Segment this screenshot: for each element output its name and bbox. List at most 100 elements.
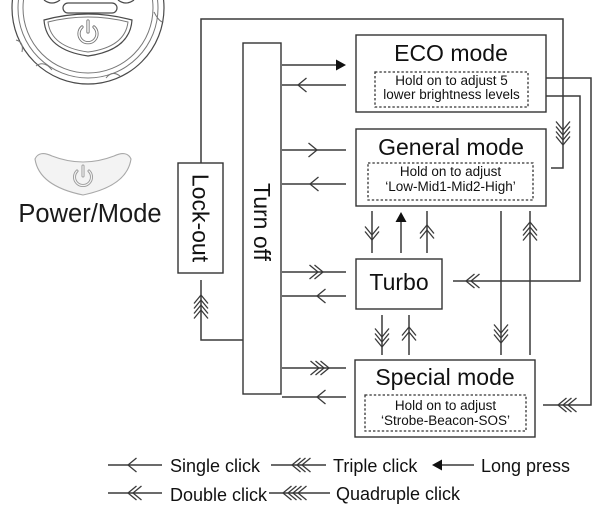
eco-hint-box: [374, 71, 529, 108]
triple-click-chevron: [320, 360, 331, 376]
quadruple-click-chevron: [193, 298, 209, 309]
double-click-chevron: [469, 273, 480, 289]
triple-click-chevron: [522, 220, 538, 231]
transition-eco-to-turnoff: [282, 77, 346, 93]
legend-label: Single click: [170, 456, 261, 476]
legend-item-quadruple-click: Quadruple click: [269, 484, 461, 504]
eco-mode-title: ECO mode: [394, 40, 508, 66]
double-click-chevron: [401, 325, 417, 336]
triple-click-chevron: [561, 397, 572, 413]
double-click-chevron: [126, 485, 137, 501]
triple-click-chevron: [493, 329, 509, 340]
transition-eco-to-special: [543, 77, 592, 413]
transition-lockout-to-general: [200, 18, 571, 169]
legend-label: Long press: [481, 456, 570, 476]
transition-special-to-general: [522, 211, 538, 355]
double-click-arrow-sample: [108, 485, 162, 501]
state-lockout: Lock-out: [177, 162, 224, 274]
transition-general-to-special: [493, 211, 509, 355]
transition-general-to-turnoff: [282, 176, 346, 192]
triple-click-chevron: [493, 324, 509, 335]
state-turn-off: Turn off: [242, 42, 282, 395]
power-mode-label: Power/Mode: [18, 200, 161, 228]
special-mode-title: Special mode: [375, 364, 514, 390]
double-click-chevron: [309, 264, 320, 280]
special-hint-line-2: ‘Strobe-Beacon-SOS’: [381, 413, 510, 428]
triple-click-chevron: [522, 230, 538, 241]
transition-turbo-to-turnoff: [282, 288, 346, 304]
legend: Single click Triple click Long press Dou…: [108, 456, 570, 505]
general-hint-line-1: Hold on to adjust: [400, 164, 502, 179]
legend-item-long-press: Long press: [432, 456, 570, 476]
quadruple-click-chevron: [555, 131, 571, 142]
triple-click-arrow-sample: [271, 457, 326, 473]
quadruple-click-chevron: [291, 485, 302, 501]
transition-turbo-to-general-long: [395, 212, 407, 253]
turbo-title: Turbo: [369, 269, 428, 295]
double-click-chevron: [464, 273, 475, 289]
long-press-arrowhead: [432, 459, 442, 471]
transition-turnoff-to-special: [282, 360, 346, 376]
turn-off-label: Turn off: [249, 183, 275, 262]
transition-turnoff-to-general: [282, 142, 346, 158]
quadruple-click-chevron: [555, 121, 571, 132]
triple-click-chevron: [374, 333, 390, 344]
eco-hint-line-1: Hold on to adjust 5: [395, 73, 508, 88]
double-click-chevron: [419, 223, 435, 234]
quadruple-click-chevron: [193, 293, 209, 304]
long-press-arrow-sample: [432, 459, 474, 471]
lockout-label: Lock-out: [188, 174, 214, 263]
general-mode-title: General mode: [378, 134, 524, 160]
state-turbo: Turbo: [355, 258, 443, 310]
legend-item-single-click: Single click: [108, 456, 261, 476]
single-click-chevron: [315, 288, 326, 304]
power-icon: [73, 164, 93, 187]
quadruple-click-chevron: [555, 126, 571, 137]
long-press-arrowhead: [336, 59, 346, 71]
single-click-chevron: [308, 176, 319, 192]
quadruple-click-chevron: [296, 485, 307, 501]
quadruple-click-chevron: [193, 308, 209, 319]
flashlight-tailcap-illustration: [11, 0, 165, 85]
triple-click-chevron: [493, 334, 509, 345]
connector-line: [200, 280, 243, 341]
legend-item-triple-click: Triple click: [271, 456, 418, 476]
triple-click-chevron: [295, 457, 306, 473]
single-click-chevron: [308, 142, 319, 158]
triple-click-chevron: [556, 397, 567, 413]
transition-special-to-turnoff: [282, 389, 346, 405]
triple-click-chevron: [315, 360, 326, 376]
triple-click-chevron: [290, 457, 301, 473]
triple-click-chevron: [374, 328, 390, 339]
quadruple-click-chevron: [555, 136, 571, 147]
single-click-chevron: [315, 389, 326, 405]
general-hint-line-2: ‘Low-Mid1-Mid2-High’: [385, 179, 516, 194]
triple-click-chevron: [310, 360, 321, 376]
quadruple-click-chevron: [193, 303, 209, 314]
special-hint-box: [364, 394, 527, 432]
state-general-mode: General mode Hold on to adjust ‘Low-Mid1…: [355, 128, 547, 207]
power-icon: [77, 19, 99, 45]
power-mode-button-icon: [34, 153, 132, 196]
transition-turbo-to-general-double: [419, 211, 435, 253]
eco-hint-line-2: lower brightness levels: [383, 87, 520, 102]
transition-turnoff-to-eco: [282, 59, 346, 71]
connector-line: [200, 18, 564, 169]
double-click-chevron: [419, 228, 435, 239]
double-click-chevron: [314, 264, 325, 280]
long-press-arrowhead: [395, 212, 407, 222]
triple-click-chevron: [522, 225, 538, 236]
triple-click-chevron: [374, 338, 390, 349]
state-eco-mode: ECO mode Hold on to adjust 5 lower brigh…: [355, 34, 547, 113]
legend-item-double-click: Double click: [108, 485, 268, 505]
quadruple-click-arrow-sample: [269, 485, 330, 501]
connector-line: [543, 77, 592, 406]
triple-click-chevron: [566, 397, 577, 413]
state-special-mode: Special mode Hold on to adjust ‘Strobe-B…: [354, 359, 536, 438]
legend-label: Triple click: [333, 456, 418, 476]
single-click-chevron: [296, 77, 307, 93]
double-click-chevron: [364, 231, 380, 242]
double-click-chevron: [131, 485, 142, 501]
double-click-chevron: [401, 330, 417, 341]
